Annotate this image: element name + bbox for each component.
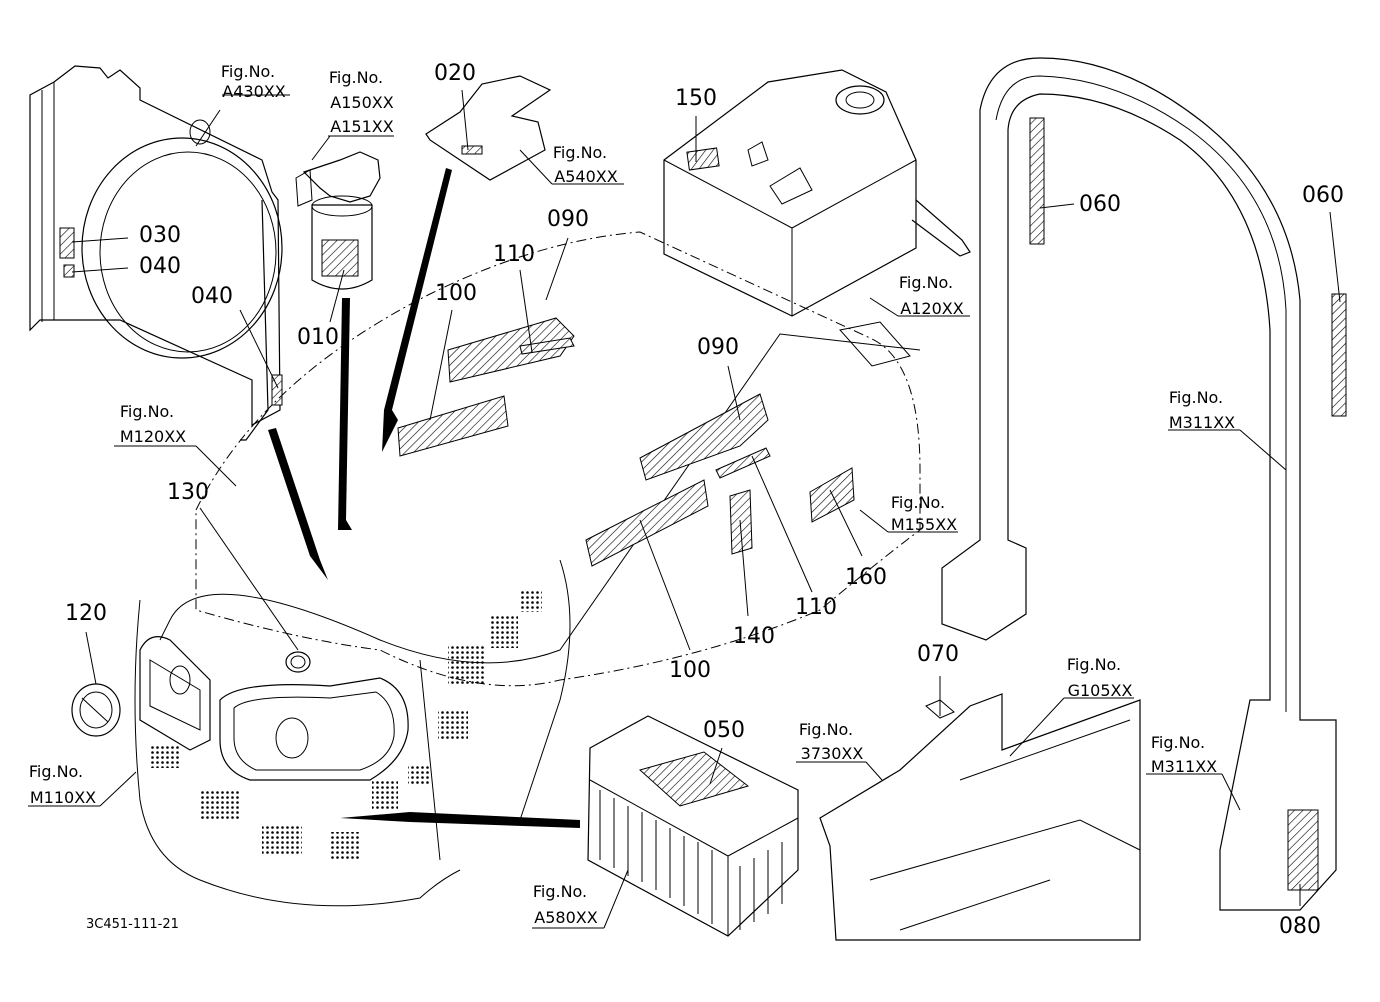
fig-ref-prefix: Fig.No. xyxy=(553,143,607,162)
callout-020: 020 xyxy=(434,61,476,86)
fig-ref-m120: Fig.No. M120XX xyxy=(120,402,186,446)
fig-ref-code: A120XX xyxy=(900,299,963,318)
callout-070: 070 xyxy=(917,642,959,667)
callout-100a: 100 xyxy=(435,281,477,306)
fig-ref-a150-a151: Fig.No. A150XX A151XX xyxy=(329,68,394,136)
fuel-filter xyxy=(295,151,381,290)
fig-ref-a430: Fig.No. A430XX xyxy=(221,62,286,101)
fig-ref-prefix: Fig.No. xyxy=(120,402,174,421)
callout-100b: 100 xyxy=(669,658,711,683)
callout-040b: 040 xyxy=(191,284,233,309)
fig-ref-code: A580XX xyxy=(534,908,597,927)
radiator-shroud xyxy=(29,65,283,441)
rops-frame xyxy=(941,57,1347,911)
callout-150: 150 xyxy=(675,86,717,111)
fig-ref-code: A151XX xyxy=(330,117,393,136)
hood-body xyxy=(71,231,921,907)
callout-010: 010 xyxy=(297,325,339,350)
fig-ref-g105: Fig.No. G105XX xyxy=(1067,655,1133,700)
fig-ref-prefix: Fig.No. xyxy=(1151,733,1205,752)
fig-ref-prefix: Fig.No. xyxy=(221,62,275,81)
callout-labels: 010 020 030 040 040 050 060 060 070 080 … xyxy=(65,61,1344,939)
fuel-tank xyxy=(663,69,971,317)
chassis-frame xyxy=(819,693,1141,941)
callout-050: 050 xyxy=(703,718,745,743)
fig-ref-a580: Fig.No. A580XX xyxy=(533,882,598,927)
fig-ref-prefix: Fig.No. xyxy=(29,762,83,781)
fig-ref-code: M311XX xyxy=(1169,413,1235,432)
fig-ref-code: A150XX xyxy=(330,93,393,112)
figure-references: Fig.No. A430XX Fig.No. A150XX A151XX Fig… xyxy=(29,62,1235,927)
fig-ref-code: M110XX xyxy=(30,788,96,807)
fig-ref-prefix: Fig.No. xyxy=(891,493,945,512)
callout-160: 160 xyxy=(845,565,887,590)
fig-ref-prefix: Fig.No. xyxy=(899,273,953,292)
fig-ref-code: G105XX xyxy=(1068,681,1133,700)
callout-090b: 090 xyxy=(697,335,739,360)
callout-110b: 110 xyxy=(795,595,837,620)
leader-lines xyxy=(28,89,1341,929)
callout-040a: 040 xyxy=(139,254,181,279)
battery xyxy=(587,715,799,937)
fig-ref-prefix: Fig.No. xyxy=(329,68,383,87)
fig-ref-prefix: Fig.No. xyxy=(1067,655,1121,674)
fig-ref-a120: Fig.No. A120XX xyxy=(899,273,964,318)
fig-ref-prefix: Fig.No. xyxy=(533,882,587,901)
callout-140: 140 xyxy=(733,624,775,649)
fig-ref-3730: Fig.No. 3730XX xyxy=(799,720,864,763)
bracket-part xyxy=(425,75,552,181)
callout-060b: 060 xyxy=(1302,183,1344,208)
drawing-code: 3C451-111-21 xyxy=(86,917,179,932)
callout-120: 120 xyxy=(65,601,107,626)
fig-ref-prefix: Fig.No. xyxy=(799,720,853,739)
fig-ref-code: 3730XX xyxy=(801,744,864,763)
callout-060a: 060 xyxy=(1079,192,1121,217)
fig-ref-code: M120XX xyxy=(120,427,186,446)
callout-030: 030 xyxy=(139,223,181,248)
fig-ref-code: M155XX xyxy=(891,515,957,534)
callout-090a: 090 xyxy=(547,207,589,232)
fig-ref-code: A540XX xyxy=(554,167,617,186)
fig-ref-m155: Fig.No. M155XX xyxy=(891,493,957,534)
fig-ref-code: A430XX xyxy=(222,82,285,101)
pointer-arrows xyxy=(268,168,580,828)
fig-ref-code: M311XX xyxy=(1151,757,1217,776)
fig-ref-prefix: Fig.No. xyxy=(1169,388,1223,407)
callout-110a: 110 xyxy=(493,242,535,267)
fig-ref-m311-upper: Fig.No. M311XX xyxy=(1169,388,1235,432)
callout-130: 130 xyxy=(167,480,209,505)
fig-ref-m311-lower: Fig.No. M311XX xyxy=(1151,733,1217,776)
callout-080: 080 xyxy=(1279,914,1321,939)
fig-ref-a540: Fig.No. A540XX xyxy=(553,143,618,186)
fig-ref-m110: Fig.No. M110XX xyxy=(29,762,96,807)
